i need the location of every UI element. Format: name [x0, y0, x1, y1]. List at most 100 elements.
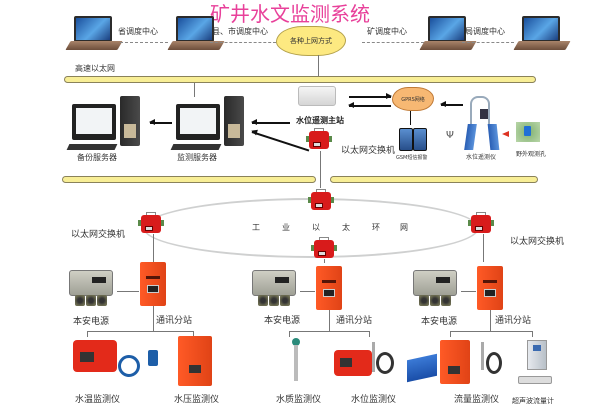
substation-branch	[193, 331, 194, 337]
left-ethernet-switch-label: 以太网交换机	[71, 230, 126, 240]
switch-link	[153, 234, 154, 262]
comm-substation-label: 通讯分站	[495, 316, 532, 326]
power-label: 本安电源	[73, 317, 110, 327]
instrument-display-icon	[533, 345, 541, 351]
backup-server-label: 备份服务器	[77, 153, 117, 162]
substation-link	[153, 306, 154, 331]
sensor-cable-icon	[486, 352, 502, 374]
arrow-left-icon	[251, 131, 310, 152]
dashed-link	[362, 42, 424, 43]
water-level-telemeter-label: 水位遥测仪	[466, 154, 497, 161]
bureau-dispatch-label: 局调度中心	[465, 27, 505, 36]
water-level-monitor-label: 水位监测仪	[351, 395, 397, 405]
right-ethernet-switch-label: 以太网交换机	[510, 237, 565, 247]
field-observation-hole-label: 野外观测孔	[516, 151, 547, 158]
high-speed-ethernet-label: 高速以太网	[75, 64, 115, 73]
power-link	[117, 291, 139, 292]
laptop-icon	[167, 16, 225, 52]
intrinsic-safety-power-icon	[250, 268, 298, 310]
instrument-display-icon	[448, 366, 460, 374]
water-level-telemeter-icon	[487, 124, 500, 150]
ring-label-char: 工	[252, 223, 260, 232]
water-temperature-monitor-label: 水温监测仪	[75, 395, 121, 405]
water-pressure-monitor-label: 水压监测仪	[174, 395, 220, 405]
probe-icon	[372, 342, 375, 372]
internet-cloud-icon: 各种上网方式	[276, 26, 346, 56]
sensor-cable-icon	[376, 352, 394, 374]
comm-substation-icon	[477, 266, 503, 310]
dashed-link	[120, 42, 168, 43]
substation-branch	[289, 331, 290, 337]
monitor-server-icon	[170, 96, 246, 154]
telemeter-display-icon	[480, 109, 488, 119]
water-pressure-monitor-icon	[178, 336, 212, 386]
power-link	[300, 291, 315, 292]
arrow-left-icon	[440, 101, 463, 107]
ring-switch-bottom-icon	[311, 237, 337, 259]
pressure-sensor-icon	[148, 350, 158, 366]
laptop-icon	[419, 16, 477, 52]
ring-label-char: 以	[312, 223, 320, 232]
switch-link	[324, 259, 325, 263]
phone-icon	[413, 128, 427, 151]
power-link	[461, 291, 476, 292]
backup-server-icon	[66, 96, 142, 154]
arrow-left-icon	[502, 131, 509, 137]
arrow-left-icon	[348, 102, 391, 108]
ultrasonic-flowmeter-icon	[527, 340, 547, 370]
cloud-link	[318, 55, 319, 76]
substation-link	[490, 310, 491, 331]
substation-branch	[369, 331, 370, 337]
barrel-icon	[524, 126, 531, 136]
power-label: 本安电源	[421, 317, 458, 327]
gprs-network-label: GPRS网络	[401, 96, 425, 103]
water-quality-sensor-head-icon	[292, 338, 300, 346]
substation-link	[329, 310, 330, 331]
ethernet-switch-icon	[306, 128, 332, 150]
comm-substation-label: 通讯分站	[156, 316, 193, 326]
dashed-link	[462, 42, 514, 43]
water-quality-monitor-label: 水质监测仪	[276, 395, 322, 405]
substation-branch	[450, 331, 532, 332]
arrow-right-icon	[349, 93, 392, 99]
gprs-down-link	[410, 111, 411, 125]
dashed-link	[210, 42, 276, 43]
county-city-dispatch-label: 县、市调度中心	[212, 27, 268, 36]
comm-substation-icon	[316, 266, 342, 310]
probe-icon	[481, 342, 484, 370]
power-label: 本安电源	[264, 316, 301, 326]
flow-monitor-label: 流量监测仪	[454, 395, 500, 405]
cable-icon	[470, 96, 490, 124]
comm-substation-icon	[140, 262, 166, 306]
mine-dispatch-label: 矿调度中心	[367, 27, 407, 36]
monitor-server-label: 监测服务器	[177, 153, 217, 162]
laptop-icon	[513, 16, 571, 52]
ring-label-char: 太	[342, 223, 350, 232]
ultrasonic-flowmeter-label: 超声波流量计	[512, 397, 554, 405]
substation-branch	[289, 331, 369, 332]
antenna-icon: Ψ	[446, 130, 454, 141]
ring-switch-right-icon	[468, 212, 494, 234]
substation-branch	[87, 331, 88, 337]
diagram-title: 矿井水文监测系统	[210, 2, 370, 26]
internet-access-label: 各种上网方式	[290, 37, 332, 45]
ethernet-switch-label: 以太网交换机	[341, 146, 396, 156]
water-level-telemeter-icon	[464, 124, 477, 150]
high-speed-ethernet-bus	[64, 76, 536, 83]
ethernet-bus-left	[62, 176, 316, 183]
master-station-label: 水位遥测主站	[296, 116, 344, 125]
comm-substation-label: 通讯分站	[336, 316, 373, 326]
ring-label-char: 网	[400, 223, 408, 232]
switch-link	[320, 151, 321, 188]
laptop-icon	[65, 16, 123, 52]
ethernet-bus-right	[330, 176, 538, 183]
phone-icon	[399, 128, 413, 151]
instrument-display-icon	[80, 352, 94, 362]
gprs-cloud-icon: GPRS网络	[392, 87, 434, 111]
switch-link	[483, 234, 484, 262]
substation-branch	[532, 331, 533, 337]
flow-monitor-icon	[440, 340, 470, 384]
master-station-device-icon	[298, 86, 336, 106]
flow-pipe-icon	[518, 376, 552, 384]
flow-channel-icon	[407, 353, 437, 383]
